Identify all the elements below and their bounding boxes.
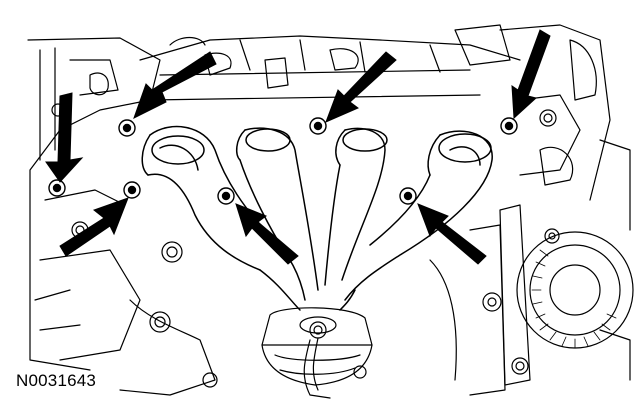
- collector-flange: [261, 307, 373, 399]
- callout-arrows: [45, 29, 551, 265]
- manifold-runners: [141, 125, 493, 311]
- fastener-callout-3: [59, 197, 129, 257]
- pulley-grooves: [531, 249, 617, 349]
- left-engine-block: [27, 37, 218, 396]
- bolt-5: [309, 117, 327, 135]
- fastener-callout-4: [235, 203, 299, 265]
- figure-id-label: N0031643: [16, 371, 97, 390]
- fastener-callout-5: [325, 51, 397, 123]
- bolt-7: [500, 117, 518, 135]
- bolt-1: [48, 179, 66, 197]
- fastener-callout-1: [45, 92, 84, 183]
- bolts: [48, 117, 518, 205]
- fastener-callout-2: [133, 51, 217, 120]
- bolt-3: [123, 181, 141, 199]
- fastener-callout-6: [417, 203, 487, 265]
- bolt-4: [217, 187, 235, 205]
- bolt-2: [118, 119, 136, 137]
- fastener-callout-7: [511, 29, 551, 120]
- bolt-6: [399, 187, 417, 205]
